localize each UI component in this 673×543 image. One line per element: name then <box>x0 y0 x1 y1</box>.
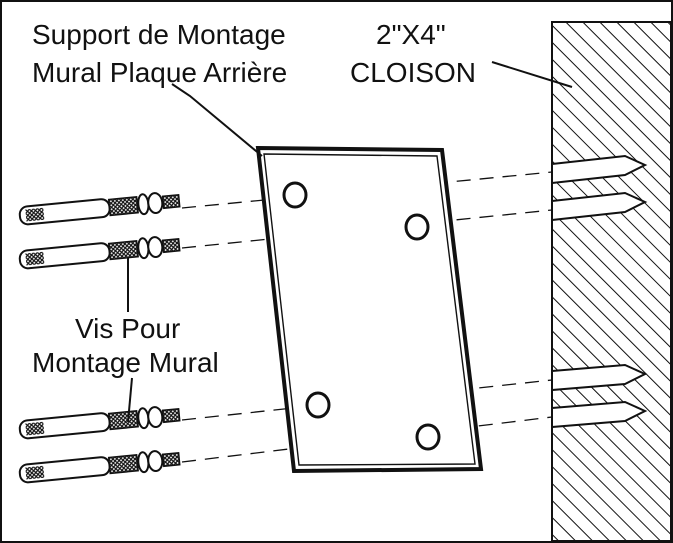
stud-anchor-holes <box>551 154 648 429</box>
label-screws-line1: Vis Pour <box>75 313 180 344</box>
anchor-hole-3 <box>551 363 648 392</box>
label-stud-line2: CLOISON <box>350 57 476 88</box>
label-screws-line2: Montage Mural <box>32 347 219 378</box>
label-bracket-line1: Support de Montage <box>32 19 286 50</box>
lag-screw-4 <box>18 450 181 484</box>
leader-stud <box>491 61 573 88</box>
plate-hole-3 <box>305 391 331 419</box>
plate-hole-4 <box>415 423 441 451</box>
label-stud-line1: 2"X4" <box>376 19 446 50</box>
anchor-hole-4 <box>551 400 648 429</box>
anchor-hole-2 <box>551 191 648 222</box>
label-bracket-line2: Mural Plaque Arrière <box>32 57 287 88</box>
plate-hole-1 <box>282 181 308 209</box>
leader-bracket <box>171 83 263 157</box>
lag-screw-3 <box>18 406 181 440</box>
lag-screw-2 <box>18 236 181 270</box>
anchor-hole-1 <box>551 154 648 185</box>
leader-lines <box>127 61 573 423</box>
plate-hole-2 <box>404 213 430 241</box>
lag-screw-1 <box>18 192 181 226</box>
wall-stud <box>551 21 672 542</box>
back-plate-bracket <box>255 145 484 474</box>
leader-screws-bottom <box>127 377 133 423</box>
